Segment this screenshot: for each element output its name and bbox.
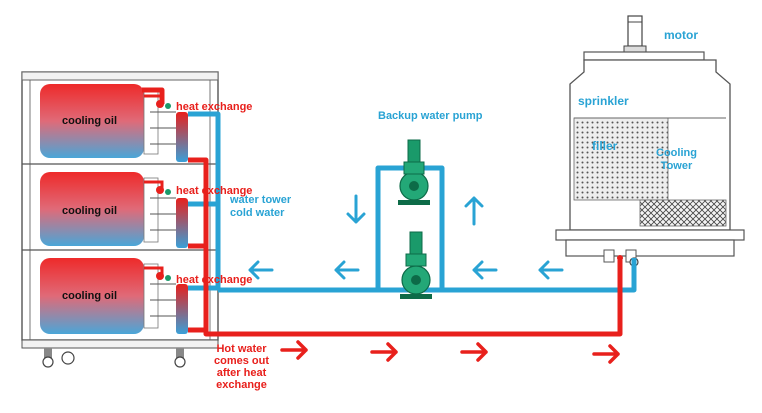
heat-exchange-label-2: heat exchange [176,185,253,197]
heat-exchanger-3 [144,266,188,334]
flow-arrow-icon [460,342,488,362]
cooling-tower-label-line-2: Tower [660,160,693,172]
flow-arrow-icon [370,342,398,362]
hot-water-label-line-4: exchange [216,379,267,391]
heat-exchanger-2 [144,180,188,248]
motor-label: motor [664,28,698,42]
cold-water-label-line-2: cold water [230,207,285,219]
flow-arrow-icon [464,196,484,226]
cold-flow-arrows [248,194,564,280]
flow-arrow-icon [538,260,564,280]
tank-label-1: cooling oil [62,115,117,127]
flow-arrow-icon [472,260,498,280]
cooling-tower-label: Cooling Tower [656,147,697,173]
cold-water-pipe [188,111,637,293]
tank-label-3: cooling oil [62,290,117,302]
flow-arrow-icon [592,344,620,364]
hot-water-label-line-2: comes out [214,355,270,367]
hot-flow-arrows [280,340,620,364]
hot-water-pipe [142,87,623,337]
cooling-tower [555,15,745,267]
hot-water-label-line-3: after heat [216,367,267,379]
flow-arrow-icon [280,340,308,360]
sprinkler-label: sprinkler [578,94,629,108]
oil-tank-3 [40,258,159,334]
cold-water-label-line-1: water tower [230,194,292,206]
oil-tank-1 [40,84,159,158]
cooling-tower-label-line-1: Cooling [656,147,697,159]
backup-pump-top [398,139,430,205]
oil-tank-2 [40,172,159,246]
hot-water-label: Hot water comes out after heat exchange [214,343,269,391]
heat-exchange-label-1: heat exchange [176,101,253,113]
motor-icon [627,15,643,47]
flow-arrow-icon [248,260,274,280]
tank-label-2: cooling oil [62,205,117,217]
backup-pump-bottom [400,231,432,299]
flow-arrow-icon [334,260,360,280]
cold-water-label: water tower cold water [230,194,291,220]
filler-label: filler [592,139,618,153]
heat-exchange-label-3: heat exchange [176,274,253,286]
flow-arrow-icon [346,194,366,224]
hot-water-label-line-1: Hot water [216,343,267,355]
backup-pump-label: Backup water pump [378,110,483,122]
